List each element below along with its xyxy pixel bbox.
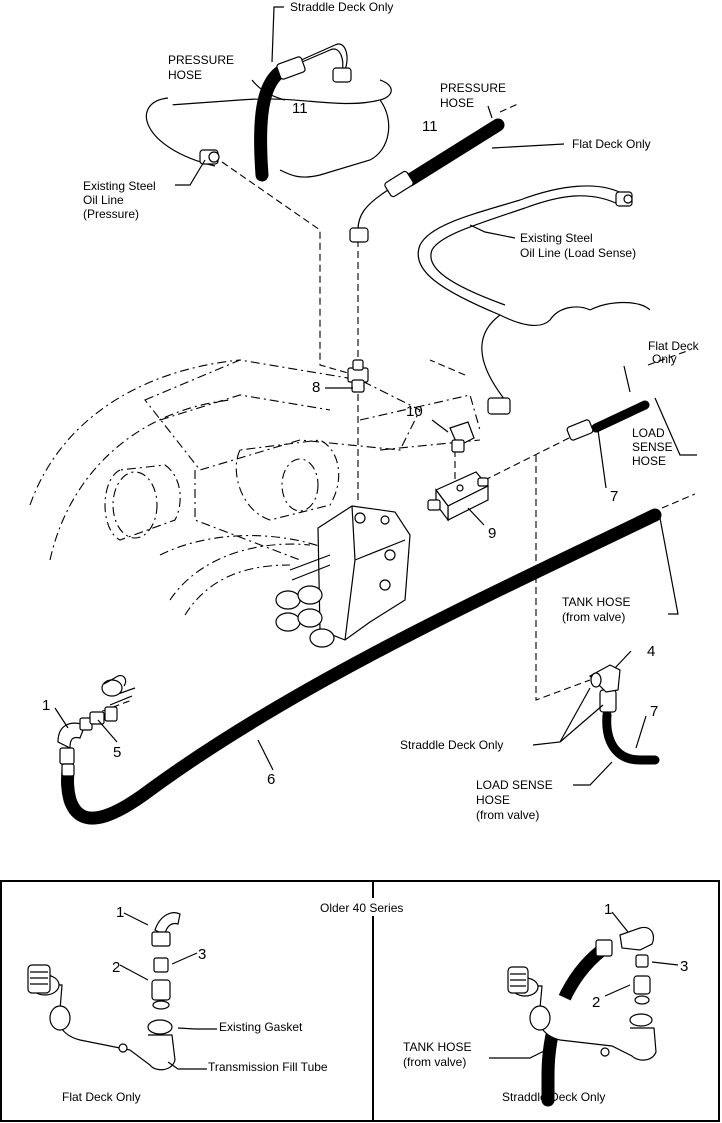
label-pressure-hose-right-1: PRESSURE [440,81,506,95]
inset-right-callout-2: 2 [592,994,600,1011]
inset-right-callout-1: 1 [604,901,612,918]
inset-left-callout-2: 2 [112,959,120,976]
inset-left-existing-gasket: Existing Gasket [219,1020,303,1034]
label-flat-deck-small-2: Only [652,352,677,366]
inset-right-caption: Straddle Deck Only [502,1090,605,1104]
label-existing-steel-pressure-1: Existing Steel [83,179,156,193]
elbow-fitting-4 [589,664,621,693]
label-pressure-hose-left-1: PRESSURE [168,53,234,67]
label-flat-deck-only: Flat Deck Only [572,137,651,151]
label-load-sense-hose-right-1: LOAD [632,426,665,440]
pressure-hose-straddle [254,48,352,182]
inset-left-callout-1: 1 [116,904,124,921]
tank-hose [61,508,662,825]
callout-10: 10 [406,403,423,420]
label-straddle-deck-only-mid: Straddle Deck Only [400,738,503,752]
label-flat-deck-small-1: Flat Deck [648,339,700,353]
label-load-sense-hose-right-2: SENSE [632,440,673,454]
label-existing-steel-load-1: Existing Steel [520,231,593,245]
manifold-block-9 [427,471,489,522]
callout-5: 5 [113,744,121,761]
pressure-hose-flat-deck [349,118,505,243]
main-labels: Straddle Deck Only PRESSURE HOSE PRESSUR… [83,0,700,822]
callout-1: 1 [42,697,50,714]
label-load-sense-hose-bottom-3: (from valve) [476,808,539,822]
callout-8: 8 [312,379,320,396]
label-tank-hose-right-2: (from valve) [562,610,625,624]
callout-7-flat: 7 [610,488,618,505]
inset-right-tank-hose-1: TANK HOSE [403,1040,471,1054]
leader-lines [54,6,697,786]
label-load-sense-hose-bottom-1: LOAD SENSE [476,778,553,792]
callout-11-flat: 11 [422,118,438,135]
label-straddle-deck-only-top: Straddle Deck Only [290,0,393,14]
inset-left-caption: Flat Deck Only [62,1090,141,1104]
callout-11-straddle: 11 [292,100,308,117]
tee-fitting-8 [347,359,369,393]
callout-numbers: 11 11 8 10 9 7 4 7 1 5 6 [42,100,658,788]
callout-4: 4 [647,643,655,660]
inset-right-tank-hose-2: (from valve) [403,1055,466,1069]
elbow-fitting-1 [57,717,93,777]
label-load-sense-hose-bottom-2: HOSE [476,793,510,807]
inset-older-40-series: Older 40 Series 1 2 3 Existing Gasket Tr… [0,880,720,1122]
control-valve-body [275,505,411,648]
callout-6: 6 [267,771,275,788]
tractor-outline [29,359,481,616]
inset-right-straddle-deck [489,911,679,1107]
inset-left-transmission-fill-tube: Transmission Fill Tube [208,1060,328,1074]
steel-oil-line-load-sense [417,185,651,415]
label-tank-hose-right-1: TANK HOSE [562,595,630,609]
steel-oil-line-pressure [145,43,392,178]
load-sense-hose-flat [566,400,650,441]
transmission-fill-tube-ghost [101,675,136,706]
elbow-fitting-10 [449,421,475,453]
label-pressure-hose-left-2: HOSE [168,68,202,82]
callout-7-straddle: 7 [650,703,658,720]
adapter-fitting-5 [89,706,118,725]
label-existing-steel-pressure-3: (Pressure) [83,207,139,221]
label-pressure-hose-right-2: HOSE [440,96,474,110]
load-sense-hose-straddle [599,689,660,765]
callout-9: 9 [488,525,496,542]
inset-left-flat-deck [27,912,217,1071]
inset-right-callout-3: 3 [680,958,688,975]
label-existing-steel-load-2: Oil Line (Load Sense) [520,246,636,260]
inset-left-callout-3: 3 [198,946,206,963]
label-load-sense-hose-right-3: HOSE [632,454,666,468]
inset-title: Older 40 Series [320,901,403,915]
label-existing-steel-pressure-2: Oil Line [83,193,124,207]
